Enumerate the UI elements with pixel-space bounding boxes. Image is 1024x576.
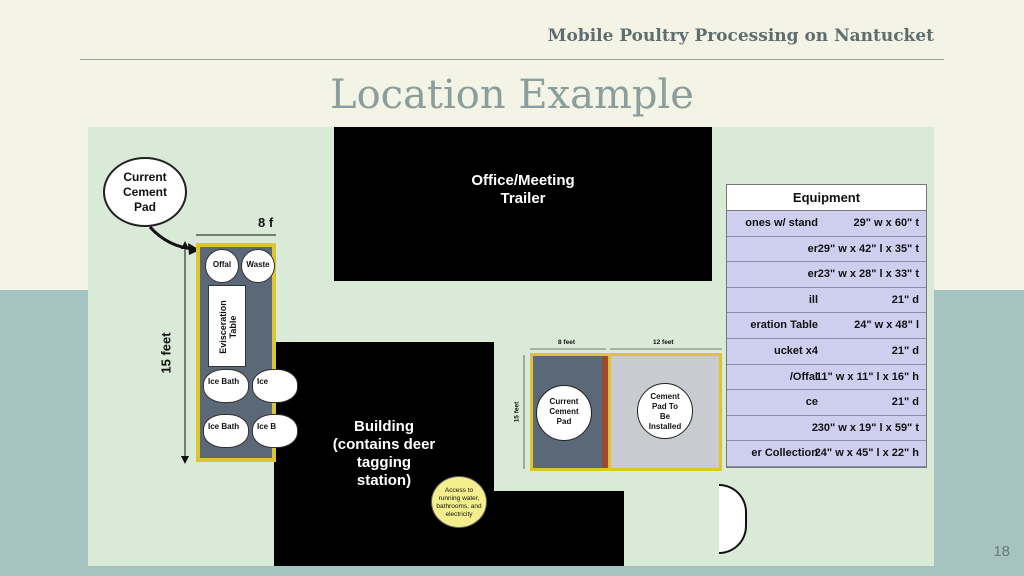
equipment-name: ce	[805, 396, 818, 409]
plan-new-pad-label: Cement Pad To Be Installed	[637, 383, 693, 439]
equipment-size: 30" w x 19" l x 59" t	[817, 421, 919, 434]
equipment-size: 24" w x 48" l	[854, 319, 919, 332]
utilities-access-note: Access to running water, bathrooms, and …	[431, 476, 487, 528]
building: Building (contains deer tagging station)	[274, 342, 494, 566]
equipment-name: er	[807, 242, 818, 255]
table-row: ucket x4 21" d	[727, 339, 926, 365]
equipment-size: 21" d	[891, 293, 919, 306]
plan-width-new-label: 12 feet	[653, 339, 674, 346]
plan-divider	[602, 356, 610, 468]
equipment-name: ill	[808, 293, 818, 306]
equipment-size: 21" d	[891, 396, 919, 409]
equipment-name: /Offal	[789, 370, 818, 383]
equipment-name: 2	[811, 421, 818, 434]
equipment-size: 11" w x 11" l x 16" h	[815, 370, 919, 383]
callout-arrow	[148, 225, 722, 469]
equipment-name: ones w/ stand	[745, 217, 818, 229]
site-diagram: Office/Meeting Trailer Building (contain…	[88, 127, 934, 566]
ice-bath: Ice Bath	[203, 414, 249, 448]
building-extension	[494, 491, 624, 566]
equipment-name: eration Table	[750, 319, 818, 332]
evisceration-table-label: Evisceration Table	[218, 300, 238, 354]
callout-arrow-path	[148, 225, 195, 251]
offal-bin: Offal	[205, 249, 239, 283]
equipment-name: ucket x4	[773, 344, 818, 357]
equipment-size: 23" w x 28" l x 33" t	[817, 268, 919, 281]
table-row: ce 21" d	[727, 390, 926, 416]
plan-current-pad-label: Current Cement Pad	[536, 385, 592, 441]
equipment-name: er Collection	[751, 447, 818, 460]
ice-bath: Ice	[252, 369, 298, 403]
plan-height-label: 15 feet	[513, 401, 521, 423]
waste-bin: Waste	[241, 249, 275, 283]
equipment-size: 29" w x 60" t	[853, 217, 919, 229]
equipment-size: 29" w x 42" l x 35" t	[817, 242, 919, 255]
presentation-title: Mobile Poultry Processing on Nantucket	[547, 26, 934, 46]
length-arrow-bottom	[181, 456, 189, 464]
equipment-size: 21" d	[891, 344, 919, 357]
current-pad-callout: Current Cement Pad	[103, 157, 187, 227]
slide-title: Location Example	[330, 72, 694, 118]
office-trailer: Office/Meeting Trailer	[334, 127, 712, 281]
length-arrow-top	[181, 241, 189, 249]
equipment-size: 24" w x 45" l x 22" h	[814, 447, 919, 460]
plan-width-current-label: 8 feet	[558, 339, 575, 346]
current-cement-pad: Offal Waste Evisceration Table Ice Bath …	[196, 243, 298, 462]
ice-bath: Ice Bath	[203, 369, 249, 403]
equipment-table-header: Equipment	[727, 185, 926, 211]
pad-width-label: 8 f	[258, 215, 274, 230]
table-row: ill 21" d	[727, 288, 926, 314]
evisceration-table: Evisceration Table	[208, 285, 246, 367]
ice-bath: Ice B	[252, 414, 298, 448]
callout-arrow-head	[188, 243, 200, 255]
header-divider	[80, 59, 944, 60]
page-number: 18	[993, 543, 1010, 560]
equipment-name: er	[807, 268, 818, 281]
pad-length-label: 15 feet	[158, 332, 174, 374]
table-row: ones w/ stand 29" w x 60" t	[727, 211, 926, 237]
table-row: eration Table 24" w x 48" l	[727, 313, 926, 339]
